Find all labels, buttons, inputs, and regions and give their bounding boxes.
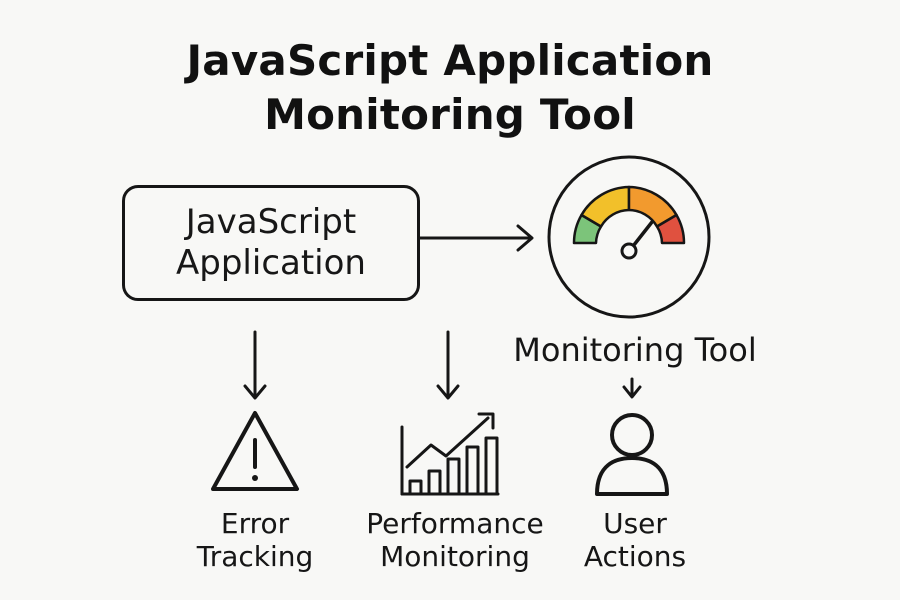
monitoring-tool-label: Monitoring Tool: [513, 331, 757, 369]
app-box-line-1: JavaScript: [185, 202, 357, 242]
gauge-circle: [547, 155, 711, 319]
gauge-hub: [620, 242, 638, 260]
gauge-segment-yellow: [580, 185, 631, 228]
gauge-segment-green: [572, 213, 603, 245]
arrow-down-error: [243, 330, 267, 400]
feature-label-line-2: Tracking: [196, 540, 314, 573]
gauge-icon: [547, 155, 711, 319]
arrow-down-performance: [436, 330, 460, 400]
bar-chart-trend-icon: [400, 412, 500, 496]
app-box-line-2: Application: [176, 243, 366, 283]
warning-icon: [211, 411, 299, 491]
javascript-application-box: JavaScript Application: [122, 185, 420, 301]
feature-performance-monitoring: Performance Monitoring: [340, 507, 570, 573]
gauge-segment-red: [655, 213, 686, 245]
page-title-line-2: Monitoring Tool: [264, 90, 636, 139]
feature-user-actions: User Actions: [565, 507, 705, 573]
feature-error-tracking: Error Tracking: [180, 507, 330, 573]
feature-label-line-1: User: [603, 507, 667, 540]
page-title-line-1: JavaScript Application: [186, 36, 714, 85]
feature-label-line-1: Error: [220, 507, 290, 540]
feature-label-line-2: Monitoring: [380, 540, 530, 573]
arrow-app-to-monitor: [418, 224, 534, 252]
gauge-segment-orange: [627, 185, 678, 228]
gauge-needle: [628, 220, 654, 252]
feature-label-line-1: Performance: [366, 507, 544, 540]
feature-label-line-2: Actions: [583, 540, 687, 573]
user-icon: [595, 413, 669, 496]
arrow-down-user: [622, 377, 642, 399]
